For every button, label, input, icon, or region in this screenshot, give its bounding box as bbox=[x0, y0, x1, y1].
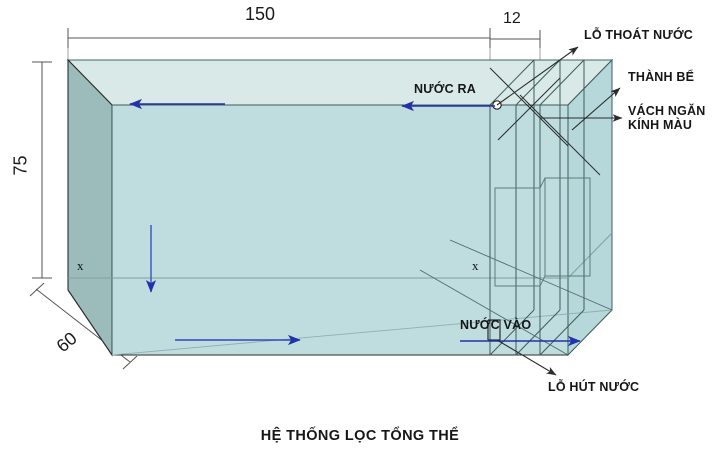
label-inlet-flow: NƯỚC VÀO bbox=[460, 318, 532, 332]
dimension-line-length bbox=[67, 28, 491, 48]
tank-left-face bbox=[67, 58, 113, 357]
marker-x-right: x bbox=[472, 258, 479, 273]
label-divider-glass: VÁCH NGĂN KÍNH MÀU bbox=[628, 104, 706, 132]
label-suction-hole: LỖ HÚT NƯỚC bbox=[548, 380, 640, 394]
dimension-line-height bbox=[32, 61, 52, 279]
diagram-caption: HỆ THỐNG LỌC TỔNG THỂ bbox=[260, 428, 460, 444]
dimension-label-height: 75 bbox=[10, 155, 31, 176]
leader-tank-wall bbox=[571, 87, 621, 131]
leader-suction-hole bbox=[496, 339, 557, 376]
filter-media-box-front bbox=[494, 187, 541, 287]
filter-compartment-partitions bbox=[489, 59, 585, 356]
label-divider-glass-line1: VÁCH NGĂN bbox=[628, 104, 706, 118]
label-drain-hole: LỖ THOÁT NƯỚC bbox=[584, 28, 694, 42]
tank-back-bottom-line bbox=[111, 309, 613, 356]
label-divider-glass-line2: KÍNH MÀU bbox=[628, 118, 693, 132]
dimension-label-filter-width: 12 bbox=[503, 10, 521, 27]
label-tank-wall: THÀNH BỂ bbox=[628, 70, 695, 84]
dimension-label-length: 150 bbox=[245, 4, 276, 24]
tank-top-face bbox=[66, 59, 614, 106]
filter-media-box-back bbox=[544, 177, 591, 277]
leader-drain-hole bbox=[496, 46, 579, 106]
marker-x-left: x bbox=[77, 258, 84, 273]
filter-media-box-connectors bbox=[539, 177, 546, 287]
label-outlet-flow: NƯỚC RA bbox=[414, 82, 477, 96]
dimension-line-filter-width bbox=[489, 30, 541, 48]
tank-bottom-edges bbox=[67, 289, 568, 356]
filter-glass-hatch bbox=[489, 67, 601, 176]
